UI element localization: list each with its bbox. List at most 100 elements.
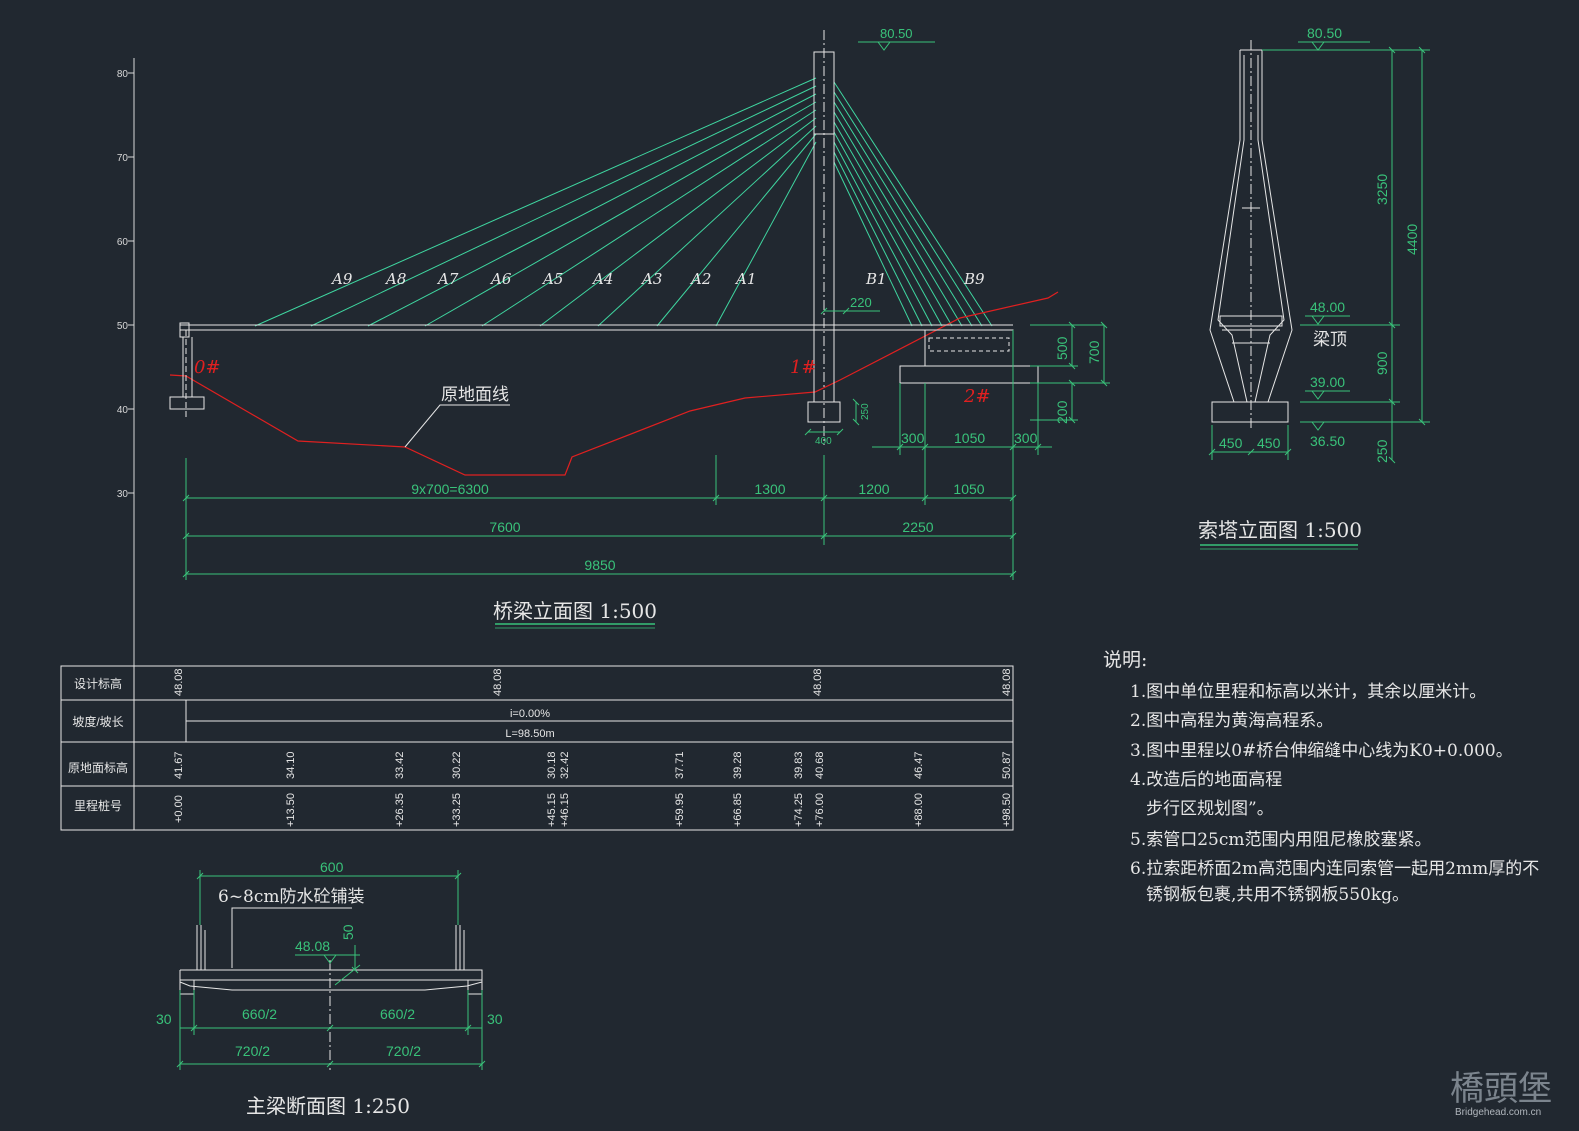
dim-500: 500 [1054, 336, 1070, 360]
note-item: 6.拉索距桥面2m高范围内连同索管一起用2mm厚的不 [1130, 859, 1539, 879]
ground-elev-cell: 39.28 [732, 751, 744, 779]
note-item: 锈钢板包裹,共用不锈钢板550kg。 [1146, 885, 1409, 905]
ground-elev-cell: 41.67 [173, 751, 185, 779]
girder-section: 6~8cm防水砼铺装 600 48.08 50 660/2 660/2 [156, 859, 503, 1118]
pier-label-2: 2# [963, 386, 991, 407]
slope-value: i=0.00% [510, 708, 550, 720]
section-top-width: 600 [320, 859, 344, 875]
dim-30-left: 30 [156, 1011, 172, 1027]
dim-300a: 300 [901, 430, 925, 446]
dim-span4: 1050 [953, 481, 984, 497]
notes-heading: 说明: [1103, 649, 1147, 671]
tower-front-view: 80.50 48.00 39.00 36.50 3250 4400 900 25… [1198, 25, 1430, 550]
deck-label: 梁顶 [1313, 330, 1347, 350]
station-cell: +59.95 [674, 793, 686, 827]
axis-tick-label: 60 [117, 237, 129, 248]
axis-tick-label: 70 [117, 153, 129, 164]
station-cell: +33.25 [451, 793, 463, 827]
station-cell: +26.35 [394, 793, 406, 827]
axis-tick-label: 80 [117, 69, 129, 80]
dim-total1: 7600 [489, 519, 520, 535]
dim-720-right: 720/2 [386, 1043, 421, 1059]
bridge-deck [179, 322, 1013, 338]
pier-label-1: 1# [790, 357, 817, 378]
deck-elev: 48.00 [1310, 299, 1345, 315]
dim-total: 9850 [584, 557, 615, 573]
dim-660-right: 660/2 [380, 1006, 415, 1022]
bridge-elevation: 80 70 60 50 40 30 [117, 26, 1110, 670]
cable-label: A9 [330, 270, 353, 288]
note-item: 1.图中单位里程和标高以米计，其余以厘米计。 [1130, 682, 1486, 702]
section-elev: 48.08 [295, 938, 330, 954]
dim-200: 200 [1054, 400, 1070, 424]
dim-span3: 1200 [858, 481, 889, 497]
note-item: 2.图中高程为黄海高程系。 [1130, 711, 1333, 731]
axis-tick-label: 50 [117, 321, 129, 332]
dim-220: 220 [850, 295, 872, 310]
row-label-design: 设计标高 [74, 676, 122, 691]
section-title: 主梁断面图 1:250 [246, 1094, 410, 1118]
ground-elev-cell: 32.42 [559, 751, 571, 779]
watermark-logo: 橋頭堡 [1450, 1069, 1552, 1109]
cable-label: A5 [541, 270, 563, 288]
abutment-0 [169, 330, 205, 420]
cable-label: A4 [591, 270, 613, 288]
station-cell: +0.00 [173, 795, 185, 823]
dim-720-left: 720/2 [235, 1043, 270, 1059]
dim-400: 400 [815, 436, 832, 447]
row-label-ground: 原地面标高 [68, 760, 128, 775]
dim-250: 250 [860, 403, 871, 420]
design-elev-cell: 48.08 [1001, 668, 1013, 696]
tower-elevation [807, 30, 841, 445]
row-label-slope: 坡度/坡长 [72, 714, 123, 729]
section-depth: 50 [340, 924, 356, 940]
dim-660-left: 660/2 [242, 1006, 277, 1022]
ground-elev-cell: 46.47 [913, 751, 925, 779]
station-cell: +74.25 [793, 793, 805, 827]
elevation-title: 桥梁立面图 1:500 [493, 599, 657, 623]
station-cell: +45.15 [546, 793, 558, 827]
row-label-station: 里程桩号 [74, 798, 122, 813]
original-ground-line [169, 291, 1059, 476]
ground-elev-cell: 37.71 [674, 751, 686, 779]
note-item: 3.图中里程以0#桥台伸缩缝中心线为K0+0.000。 [1130, 741, 1513, 761]
cable-label: A3 [640, 270, 662, 288]
base-elev: 36.50 [1310, 433, 1345, 449]
elevation-axis [128, 58, 135, 670]
cable-label: A6 [489, 270, 512, 288]
dim-total2: 2250 [902, 519, 933, 535]
length-value: L=98.50m [505, 728, 554, 740]
ground-elev-cell: 50.87 [1001, 751, 1013, 779]
profile-table: 设计标高 坡度/坡长 原地面标高 里程桩号 i=0.00% L=98.50m 4… [60, 665, 1014, 831]
watermark-url: Bridgehead.com.cn [1455, 1107, 1541, 1118]
note-item: 4.改造后的地面高程 [1130, 770, 1282, 790]
cable-label: B9 [963, 270, 985, 288]
station-cell: +76.00 [814, 793, 826, 827]
dim-4400: 4400 [1404, 224, 1420, 255]
tower-top-elev: 80.50 [1307, 25, 1342, 41]
dim-700: 700 [1086, 340, 1102, 364]
ground-elev-cell: 30.18 [546, 751, 558, 779]
ground-elev-cell: 33.42 [394, 751, 406, 779]
dim-3250: 3250 [1374, 174, 1390, 205]
dim-300b: 300 [1014, 430, 1038, 446]
cable-label: B1 [865, 270, 887, 288]
station-cell: +13.50 [285, 793, 297, 827]
station-cell: +66.85 [732, 793, 744, 827]
dim-30-right: 30 [487, 1011, 503, 1027]
axis-tick-label: 40 [117, 405, 129, 416]
ground-line-label: 原地面线 [441, 385, 509, 405]
ground-elev-cell: 30.22 [451, 751, 463, 779]
cable-label: A1 [734, 270, 756, 288]
watermark: 橋頭堡 Bridgehead.com.cn [1450, 1069, 1552, 1118]
stay-cables [254, 77, 993, 327]
paving-label: 6~8cm防水砼铺装 [218, 887, 365, 907]
design-elev-cell: 48.08 [812, 668, 824, 696]
cable-label: A2 [689, 270, 711, 288]
tower-title: 索塔立面图 1:500 [1198, 518, 1362, 542]
design-elev-cell: 48.08 [173, 668, 185, 696]
note-item: 5.索管口25cm范围内用阻尼橡胶塞紧。 [1130, 830, 1432, 850]
dim-span1: 9x700=6300 [411, 481, 489, 497]
station-cell: +88.00 [913, 793, 925, 827]
